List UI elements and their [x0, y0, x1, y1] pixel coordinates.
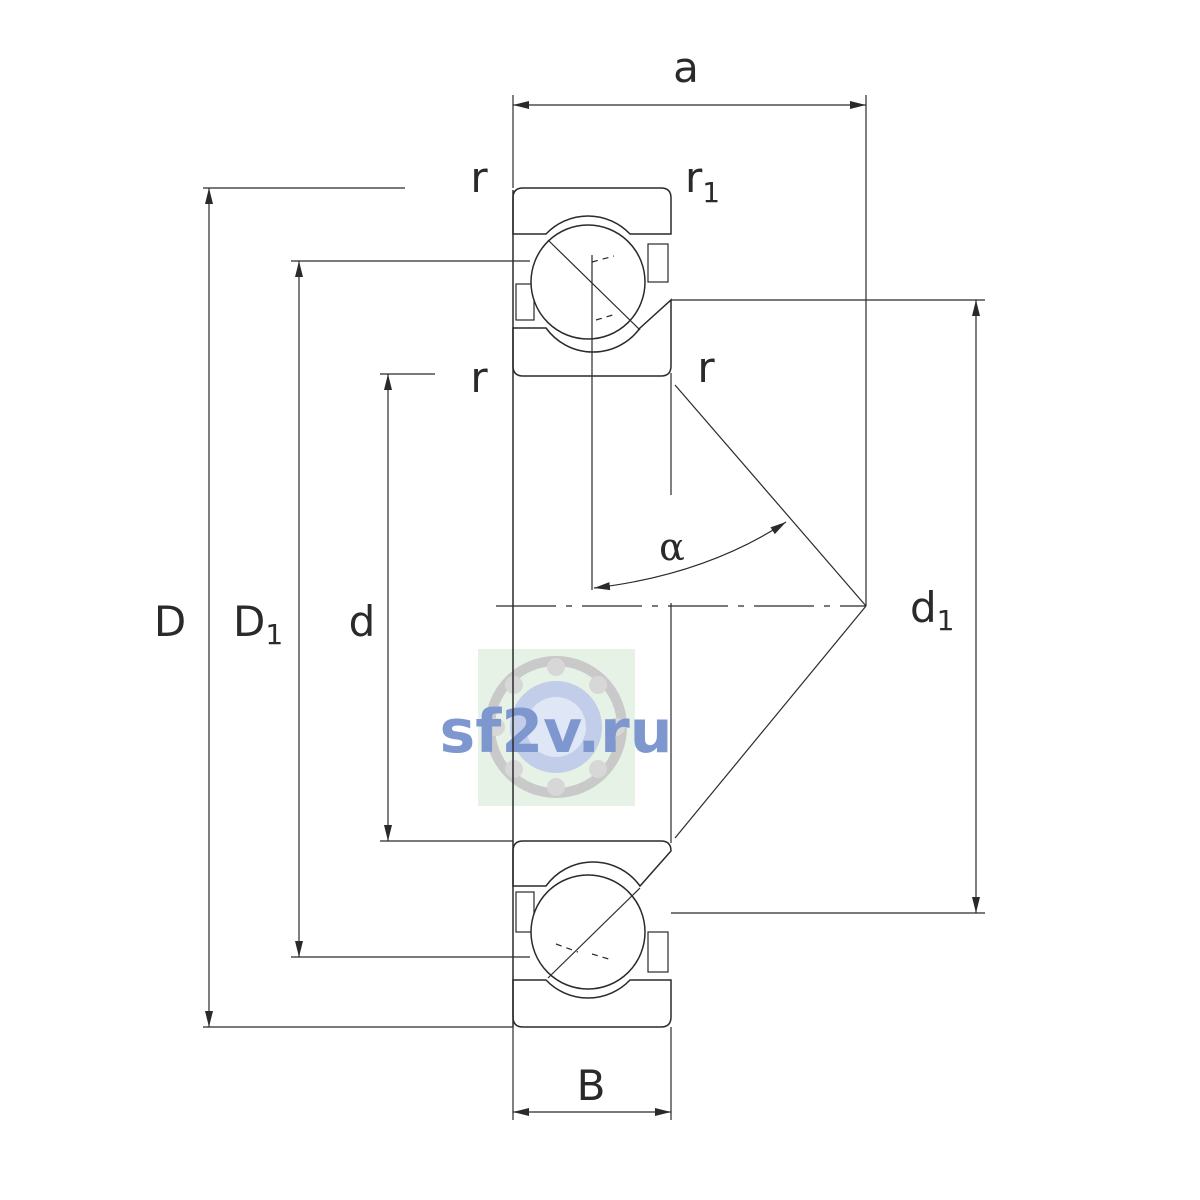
- label-r1-main: r: [685, 153, 703, 202]
- contact-angle-construction: [593, 384, 867, 839]
- dimension-D: [203, 187, 513, 1028]
- label-d1: d1: [910, 583, 955, 637]
- top-cross-section: [512, 187, 672, 590]
- label-d1-sub: 1: [937, 604, 955, 637]
- bottom-cross-section: [512, 840, 672, 1028]
- watermark-text: sf2v.ru: [440, 697, 673, 767]
- label-D1-sub: 1: [265, 618, 283, 651]
- label-r1-sub: 1: [702, 176, 720, 209]
- watermark: sf2v.ru: [440, 649, 673, 806]
- dimension-d: [380, 373, 513, 842]
- top-ball: [530, 224, 646, 340]
- label-D1: D1: [233, 597, 283, 651]
- alpha-arc: [593, 521, 787, 591]
- top-cage-right: [647, 243, 669, 283]
- ball-bearing-icon: [485, 656, 627, 798]
- dimension-D1: [291, 260, 530, 958]
- label-D: D: [154, 597, 186, 646]
- label-r1: r1: [685, 153, 720, 209]
- bottom-outer-ring: [512, 979, 672, 1028]
- label-alpha: α: [659, 525, 685, 569]
- label-d1-main: d: [910, 583, 937, 632]
- bottom-ball: [530, 874, 646, 990]
- label-r-inner-left: r: [470, 353, 488, 402]
- label-d: d: [349, 597, 376, 646]
- label-a: a: [673, 43, 699, 92]
- bottom-inner-ring: [512, 840, 672, 888]
- label-r-top-left: r: [470, 153, 488, 202]
- dimension-B: [512, 1027, 672, 1120]
- label-B: B: [577, 1061, 606, 1110]
- dimension-a: [512, 95, 867, 606]
- top-inner-ring: [512, 298, 672, 377]
- top-outer-ring: [512, 187, 672, 235]
- label-r-inner-right: r: [697, 343, 715, 392]
- label-D1-main: D: [233, 597, 265, 646]
- bottom-cage-right: [647, 931, 669, 973]
- dimension-d1: [671, 299, 985, 914]
